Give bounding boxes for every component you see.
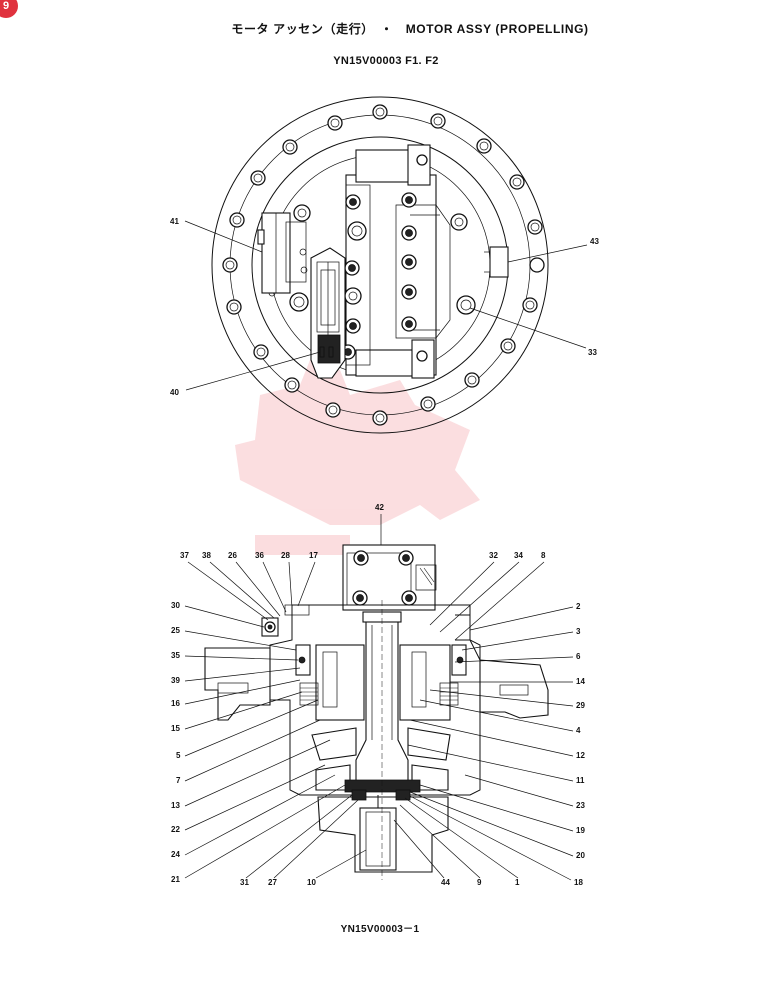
valve-block	[340, 144, 451, 379]
callout-29: 29	[576, 701, 585, 710]
callout-14: 14	[576, 677, 585, 686]
callout-27: 27	[268, 878, 277, 887]
callout-44: 44	[441, 878, 450, 887]
callout-16: 16	[171, 699, 180, 708]
callout-9: 9	[477, 878, 482, 887]
callout-6: 6	[576, 652, 581, 661]
callout-42: 42	[375, 503, 384, 512]
callout-32: 32	[489, 551, 498, 560]
callout-20: 20	[576, 851, 585, 860]
leader-33	[469, 307, 587, 349]
callout-23: 23	[576, 801, 585, 810]
callout-28: 28	[281, 551, 290, 560]
right-flange	[479, 659, 549, 719]
callout-2: 2	[576, 602, 581, 611]
cylinder-right	[399, 644, 451, 721]
cylinder-left	[315, 644, 365, 721]
callout-22: 22	[171, 825, 180, 834]
callout-17: 17	[309, 551, 318, 560]
callout-40: 40	[170, 388, 179, 397]
coupling	[359, 807, 397, 871]
callout-35: 35	[171, 651, 180, 660]
callout-11: 11	[576, 776, 585, 785]
callout-15: 15	[171, 724, 180, 733]
callout-3: 3	[576, 627, 581, 636]
watermark-logo	[235, 360, 480, 555]
callout-43: 43	[590, 237, 599, 246]
spool-valve	[310, 247, 346, 379]
callout-26: 26	[228, 551, 237, 560]
page-title: モータ アッセン（走行） ・ MOTOR ASSY (PROPELLING)	[231, 22, 589, 36]
callout-39: 39	[171, 676, 180, 685]
callout-36: 36	[255, 551, 264, 560]
outer-flange	[211, 96, 549, 434]
top-view	[211, 96, 549, 434]
leader-41	[184, 220, 263, 253]
callout-30: 30	[171, 601, 180, 610]
callout-10: 10	[307, 878, 316, 887]
relief-valve-left	[257, 212, 307, 294]
flange-bolt-holes	[222, 104, 545, 426]
callout-38: 38	[202, 551, 211, 560]
callout-24: 24	[171, 850, 180, 859]
callout-18: 18	[574, 878, 583, 887]
callout-13: 13	[171, 801, 180, 810]
callout-25: 25	[171, 626, 180, 635]
callout-7: 7	[176, 776, 181, 785]
leader-40	[185, 351, 321, 391]
section-view-callouts: 42 37 38 26 36 28 17 32 34 8 30 25 35 39…	[171, 503, 585, 887]
section-view	[204, 544, 549, 880]
footer-code: YN15V00003－1	[340, 924, 420, 935]
callout-21: 21	[171, 875, 180, 884]
top-view-callouts: 41 43 33 40	[170, 217, 599, 397]
drawing-number: YN15V00003 F1. F2	[333, 55, 439, 67]
callout-37: 37	[180, 551, 189, 560]
corner-badge: 9	[0, 0, 18, 18]
small-plate	[489, 246, 509, 278]
callout-12: 12	[576, 751, 585, 760]
callout-1: 1	[515, 878, 520, 887]
callout-33: 33	[588, 348, 597, 357]
callout-34: 34	[514, 551, 523, 560]
callout-41: 41	[170, 217, 179, 226]
callout-19: 19	[576, 826, 585, 835]
callout-5: 5	[176, 751, 181, 760]
leader-43	[507, 244, 588, 263]
callout-31: 31	[240, 878, 249, 887]
callout-8: 8	[541, 551, 546, 560]
left-flange	[204, 647, 271, 721]
callout-4: 4	[576, 726, 581, 735]
